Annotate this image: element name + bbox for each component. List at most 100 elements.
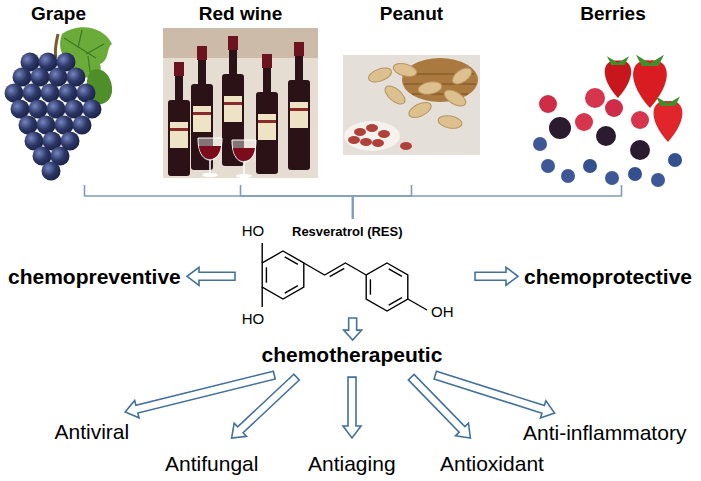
red-wine-photo [168, 100, 190, 176]
berries-photo [533, 137, 547, 151]
node-text: Antiviral [55, 420, 130, 444]
berries-photo [656, 96, 680, 106]
effect-label: chemotherapeutic [260, 343, 445, 367]
red-wine-photo [233, 148, 255, 161]
red-wine-photo [224, 96, 242, 122]
food-photo: Peanut [343, 2, 480, 182]
node-text: Antifungal [165, 452, 259, 476]
berries-photo [636, 55, 664, 66]
peanut-photo [382, 83, 408, 108]
block-arrow [343, 377, 361, 438]
red-wine-photo [262, 54, 272, 68]
food-photo: Grape [2, 2, 115, 182]
berries-photo [630, 140, 650, 160]
berries-photo [605, 60, 632, 98]
red-wine-photo [163, 28, 318, 58]
red-wine-photo [193, 106, 211, 132]
activity-label: Anti-inflammatory [521, 421, 689, 445]
molecule-drawing [285, 286, 298, 294]
berries-photo [607, 56, 629, 65]
berries-photo [605, 99, 623, 117]
activity-label: Antifungal [163, 452, 261, 476]
berries-photo [651, 173, 665, 187]
grape-photo [73, 116, 92, 135]
peanut-photo [360, 138, 372, 146]
berries-photo [668, 153, 682, 167]
berries-photo [541, 159, 555, 173]
molecule-drawing [370, 279, 371, 294]
peanut-photo [402, 58, 478, 102]
red-wine-photo [258, 114, 276, 140]
red-wine-photo [202, 173, 218, 177]
red-wine-photo [224, 102, 242, 105]
block-arrow [344, 318, 362, 340]
molecule-drawing [330, 268, 345, 276]
red-wine-photo [163, 28, 318, 178]
bracket-line [353, 185, 412, 219]
berries-photo [533, 55, 682, 187]
red-wine-photo [256, 92, 278, 174]
peanut-photo [392, 61, 418, 79]
grape-photo [42, 162, 61, 181]
effect-label: chemoprotective [522, 265, 695, 289]
bracket-line [353, 185, 622, 219]
red-wine-photo [290, 102, 308, 128]
red-wine-photo [174, 62, 184, 76]
molecule-drawing [408, 299, 427, 310]
atom-label: HO [242, 310, 265, 327]
molecule-drawing [389, 269, 402, 277]
peanut-photo [354, 128, 366, 136]
berries-photo [605, 171, 619, 185]
peanut-photo [343, 55, 480, 155]
red-wine-photo [197, 46, 207, 60]
molecule-drawing [285, 257, 298, 265]
peanut-photo [372, 139, 384, 147]
node-text: chemotherapeutic [262, 343, 443, 367]
molecule-drawing [262, 243, 427, 311]
berries-photo [654, 101, 683, 142]
block-arrow [187, 267, 235, 285]
red-wine-photo [236, 174, 252, 178]
peanut-photo [348, 136, 360, 144]
red-wine-photo [294, 42, 304, 56]
berries-photo [561, 169, 575, 183]
activity-label: Antioxidant [438, 452, 546, 476]
peanut-photo [450, 65, 475, 87]
node-text: Antiaging [308, 452, 396, 476]
atom-label: HO [242, 222, 265, 239]
peanut-photo [407, 99, 434, 120]
red-wine-photo [163, 28, 318, 178]
grape-photo [83, 100, 102, 119]
peanut-photo [378, 130, 390, 138]
effect-label: chemopreventive [6, 265, 183, 289]
peanut-photo [367, 65, 394, 84]
peanut-photo [442, 87, 469, 109]
grape-photo [55, 34, 58, 58]
peanut-photo [366, 124, 378, 132]
node-text: Red wine [163, 2, 318, 26]
block-arrow [475, 267, 518, 285]
node-text: chemopreventive [8, 265, 181, 289]
bracket-line [241, 185, 353, 219]
red-wine-photo [290, 108, 308, 111]
red-wine-photo [288, 80, 310, 170]
molecule-drawing [262, 287, 263, 307]
berries-photo [628, 167, 642, 181]
node-text: Resveratrol (RES) [292, 224, 472, 240]
food-photo: Red wine [163, 2, 318, 182]
peanut-photo [344, 121, 400, 151]
red-wine-photo [258, 120, 276, 123]
peanut-photo [343, 55, 480, 155]
red-wine-photo [228, 36, 238, 50]
bracket-line [84, 185, 352, 219]
node-text: Peanut [343, 2, 480, 26]
peanut-photo [437, 114, 463, 130]
red-wine-photo [198, 138, 222, 160]
activity-label: Antiaging [306, 452, 398, 476]
red-wine-photo [209, 160, 211, 174]
berries-photo [631, 111, 649, 129]
berries-photo [549, 117, 571, 139]
